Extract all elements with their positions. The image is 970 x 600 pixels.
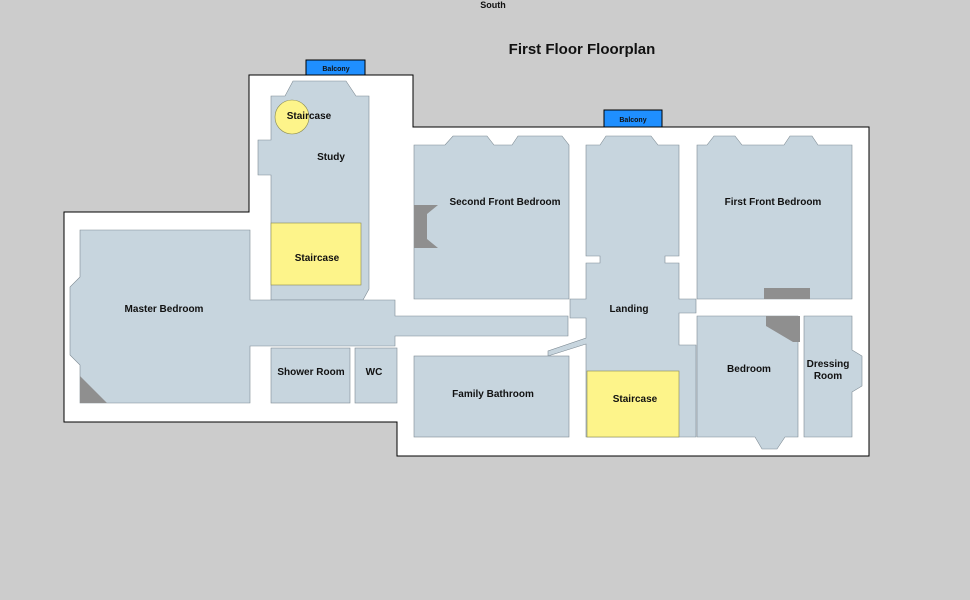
second-front-bedroom-label: Second Front Bedroom [449,197,560,208]
landing-staircase [586,370,680,438]
wc-label: WC [366,367,383,378]
shower-room [270,347,351,404]
landing-label: Landing [610,304,649,315]
plan-title: First Floor Floorplan [509,41,656,58]
study-staircase-label: Staircase [287,111,332,122]
second-front-bedroom-chimney [414,205,438,248]
family-bathroom [413,355,570,438]
dressing-room-label-line1: Dressing [807,359,850,370]
shower-room-label: Shower Room [277,367,344,378]
compass-label: South [480,0,506,10]
landing-room [547,135,697,438]
master-bedroom [69,229,569,404]
front-balcony-label: Balcony [619,117,646,124]
bedroom-room [696,315,799,450]
front-balcony [603,109,663,128]
wc-room [354,347,398,404]
master-bedroom-chimney [80,376,107,403]
dressing-room [803,315,863,438]
dressing-room-label-line2: Room [814,371,842,382]
first-front-bedroom [696,135,853,300]
study-lower-staircase-label: Staircase [295,253,340,264]
bedroom-label: Bedroom [727,364,771,375]
study-balcony-label: Balcony [322,66,349,73]
first-front-bedroom-chimney [764,288,810,299]
landing-staircase-label: Staircase [613,394,658,405]
bedroom-chimney [766,316,800,342]
study-balcony [305,59,366,76]
first-front-bedroom-label: First Front Bedroom [725,197,822,208]
second-front-bedroom [413,135,570,300]
study-lower-staircase [270,222,362,286]
master-bedroom-label: Master Bedroom [125,304,204,315]
study-label: Study [317,152,345,163]
family-bathroom-label: Family Bathroom [452,389,534,400]
study-staircase [274,99,310,135]
